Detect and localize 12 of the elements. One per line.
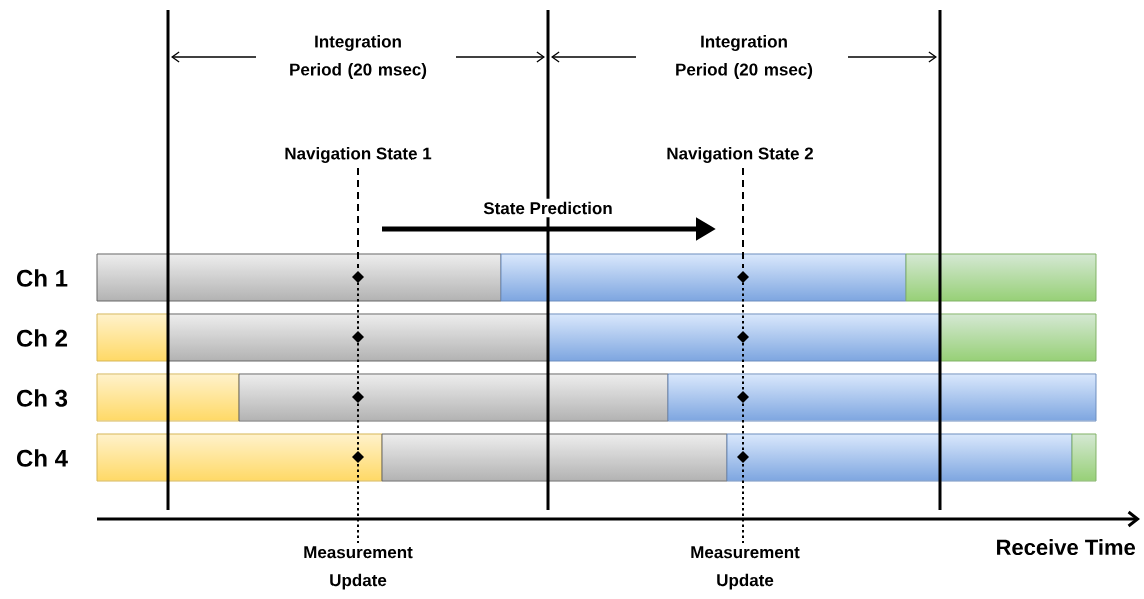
state-label: Navigation State 1 [285, 147, 432, 163]
update-label: Measurement Update [691, 546, 800, 590]
period-label: Integration Period (20 msec) [290, 35, 427, 79]
period-label: Integration Period (20 msec) [676, 35, 813, 79]
arrow-label: State Prediction [480, 198, 616, 218]
channel-label: Ch 4 [17, 449, 68, 467]
update-label: Measurement Update [304, 546, 413, 590]
channel-label: Ch 2 [17, 329, 68, 347]
state-label: Navigation State 2 [667, 147, 813, 163]
axis-label: Receive Time [997, 538, 1136, 556]
channel-label: Ch 1 [17, 269, 68, 287]
channel-label: Ch 3 [17, 389, 68, 407]
